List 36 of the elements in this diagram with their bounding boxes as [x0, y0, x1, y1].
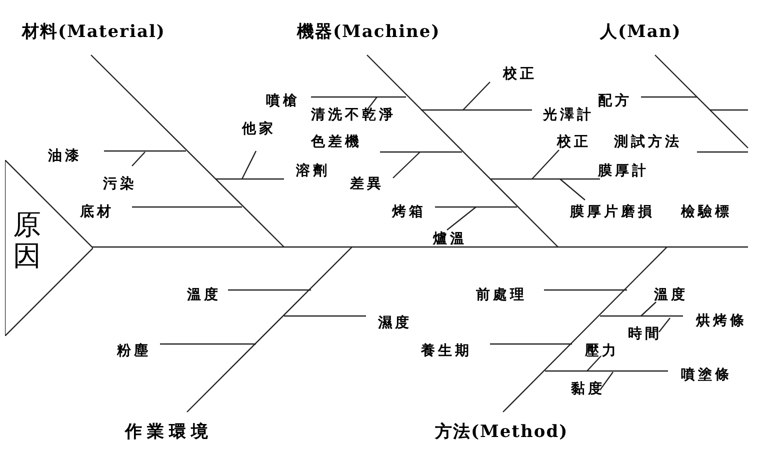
- category-label: 機器(Machine): [297, 24, 440, 41]
- category-label: 方法(Method): [435, 424, 568, 441]
- cause-label: 膜厚片磨損: [570, 205, 655, 219]
- category-label: 作業環境: [125, 424, 213, 441]
- cause-label: 烤箱: [392, 205, 426, 219]
- head-label: 原因: [13, 210, 41, 272]
- cause-label: 噴塗條: [681, 368, 732, 382]
- cause-label: 爐溫: [433, 232, 467, 246]
- cause-label: 底材: [80, 205, 114, 219]
- cause-label: 溶劑: [296, 164, 330, 178]
- cause-label: 光澤計: [543, 108, 594, 122]
- cause-label: 養生期: [421, 344, 472, 358]
- cause-label: 時間: [628, 327, 662, 341]
- cause-label: 壓力: [585, 344, 619, 358]
- cause-label: 校正: [503, 67, 537, 81]
- cause-label: 溫度: [654, 288, 688, 302]
- cause-label: 檢驗標: [681, 205, 732, 219]
- cause-label: 測試方法: [614, 135, 682, 149]
- cause-label: 膜厚計: [598, 164, 649, 178]
- cause-label: 溫度: [187, 288, 221, 302]
- category-label: 人(Man): [600, 24, 682, 41]
- cause-label: 清洗不乾淨: [311, 108, 396, 122]
- cause-label: 前處理: [476, 288, 527, 302]
- cause-label: 色差機: [311, 135, 362, 149]
- cause-label: 校正: [557, 135, 591, 149]
- cause-label: 粉塵: [117, 344, 151, 358]
- cause-label: 濕度: [378, 316, 412, 330]
- cause-label: 污染: [103, 177, 137, 191]
- cause-label: 烘烤條: [696, 314, 747, 328]
- cause-label: 油漆: [48, 149, 82, 163]
- cause-label: 噴槍: [266, 94, 300, 108]
- cause-label: 配方: [598, 94, 632, 108]
- cause-label: 差異: [350, 177, 384, 191]
- cause-label: 他家: [242, 122, 276, 136]
- category-label: 材料(Material): [22, 24, 166, 41]
- cause-label: 黏度: [571, 382, 605, 396]
